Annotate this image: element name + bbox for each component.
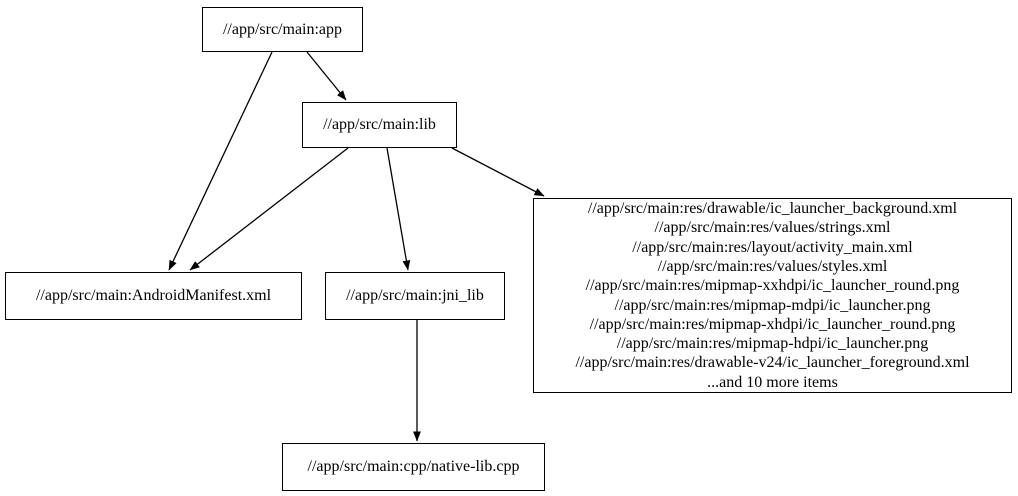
resource-line: //app/src/main:res/drawable/ic_launcher_… <box>587 200 958 218</box>
resource-line: //app/src/main:res/values/styles.xml <box>657 257 888 275</box>
node-lib: //app/src/main:lib <box>302 102 457 148</box>
node-native-lib-cpp-label: //app/src/main:cpp/native-lib.cpp <box>307 458 520 475</box>
node-jni-lib-label: //app/src/main:jni_lib <box>346 287 484 304</box>
node-native-lib-cpp: //app/src/main:cpp/native-lib.cpp <box>282 443 545 491</box>
edge-lib-to-res <box>451 147 545 197</box>
node-lib-label: //app/src/main:lib <box>323 116 436 133</box>
node-resource-group: //app/src/main:res/drawable/ic_launcher_… <box>533 198 1012 393</box>
node-jni-lib: //app/src/main:jni_lib <box>325 272 505 320</box>
edge-lib-to-jni-lib <box>386 147 411 271</box>
node-app: //app/src/main:app <box>202 7 363 52</box>
node-android-manifest: //app/src/main:AndroidManifest.xml <box>5 272 302 320</box>
resource-line: //app/src/main:res/drawable-v24/ic_launc… <box>575 354 970 372</box>
resource-line: //app/src/main:res/mipmap-xxhdpi/ic_laun… <box>585 277 960 295</box>
resource-line: //app/src/main:res/values/strings.xml <box>654 219 891 237</box>
resource-more-items: ...and 10 more items <box>707 373 838 391</box>
resource-line: //app/src/main:res/mipmap-mdpi/ic_launch… <box>614 296 931 314</box>
resource-line: //app/src/main:res/mipmap-hdpi/ic_launch… <box>616 335 929 353</box>
edge-app-to-manifest <box>168 51 273 271</box>
node-android-manifest-label: //app/src/main:AndroidManifest.xml <box>35 287 272 304</box>
edge-app-to-lib <box>306 51 347 101</box>
resource-line: //app/src/main:res/mipmap-xhdpi/ic_launc… <box>589 315 956 333</box>
resource-line: //app/src/main:res/layout/activity_main.… <box>632 238 913 256</box>
edge-lib-to-manifest <box>189 147 349 271</box>
node-app-label: //app/src/main:app <box>222 20 343 38</box>
